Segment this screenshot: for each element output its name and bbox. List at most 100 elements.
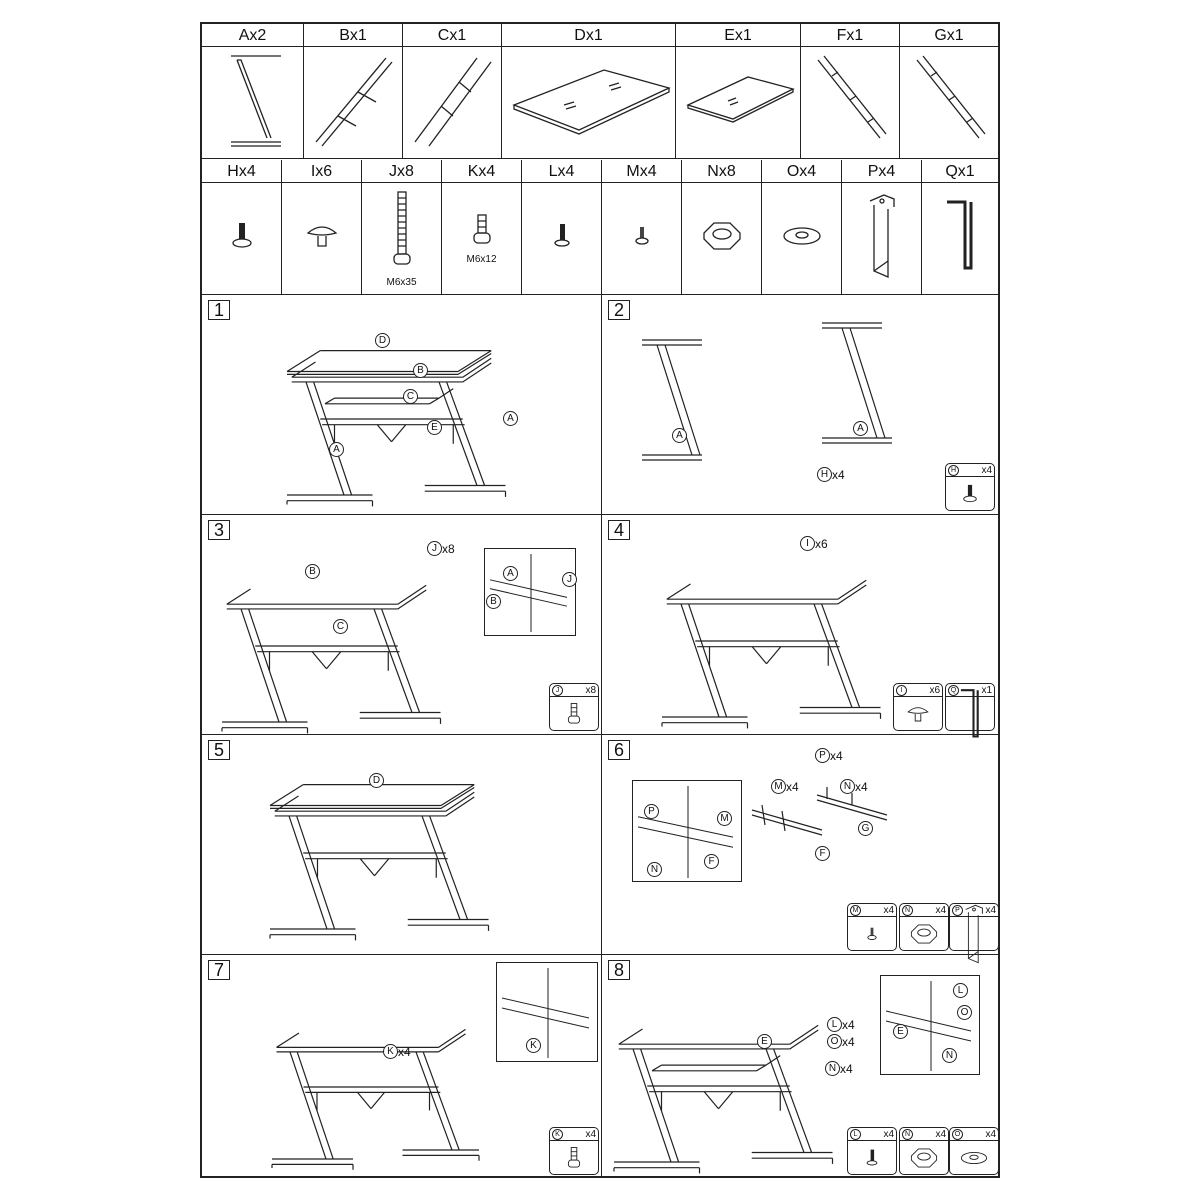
callout-letter: A xyxy=(853,421,868,436)
hardware-quantity: x1 xyxy=(981,684,992,696)
part-label: Ox4 xyxy=(762,160,841,183)
slide-rail-icon xyxy=(909,50,989,155)
part-cell: Hx4 xyxy=(202,160,282,295)
part-label: Dx1 xyxy=(502,24,675,47)
hex-key-icon xyxy=(943,196,977,281)
assembly-illustration xyxy=(613,1024,834,1174)
part-callout: D xyxy=(369,773,384,788)
callout-quantity: x4 xyxy=(830,748,843,763)
hardware-quantity: x4 xyxy=(935,1128,946,1140)
part-image xyxy=(502,47,675,158)
inset-callout: L xyxy=(953,983,968,998)
part-callout: A xyxy=(503,411,518,426)
detail-illustration xyxy=(489,554,568,632)
part-cell: Ex1 xyxy=(676,24,801,159)
short-bolt-icon xyxy=(470,213,494,252)
part-cell: Ax2 xyxy=(202,24,304,159)
keyboard-tray-icon xyxy=(678,55,798,150)
callout-letter: L xyxy=(827,1017,842,1032)
callout-quantity: x4 xyxy=(840,1061,853,1076)
hardware-letter: K xyxy=(552,1128,563,1140)
part-image xyxy=(304,47,402,158)
part-image xyxy=(676,47,800,158)
hardware-quantity: x4 xyxy=(585,1128,596,1140)
callout-letter: P xyxy=(644,804,659,819)
slide-rail-icon xyxy=(810,50,890,155)
hex-nut-icon xyxy=(700,219,744,258)
hardware-quantity: x6 xyxy=(929,684,940,696)
assembly-illustration xyxy=(221,584,442,734)
hardware-quantity: x4 xyxy=(985,904,996,916)
hardware-quantity: x4 xyxy=(935,904,946,916)
part-cell: Lx4 xyxy=(522,160,602,295)
callout-letter: L xyxy=(953,983,968,998)
hex-nut-icon xyxy=(900,1141,948,1174)
part-callout: C xyxy=(333,619,348,634)
part-cell: Cx1 xyxy=(403,24,502,159)
hardware-letter: O xyxy=(952,1128,963,1140)
part-label: Gx1 xyxy=(900,24,998,47)
part-callout: E xyxy=(757,1034,772,1049)
part-image: M6x35 xyxy=(362,183,441,294)
inset-callout: N xyxy=(647,862,662,877)
rail-icon xyxy=(308,50,398,155)
inset-callout: K xyxy=(526,1038,541,1053)
part-callout: D xyxy=(375,333,390,348)
long-bolt-icon xyxy=(390,190,414,275)
inset-callout: B xyxy=(486,594,501,609)
hardware-quantity: x8 xyxy=(585,684,596,696)
hardware-letter: I xyxy=(896,684,907,696)
part-cell: Ix6 xyxy=(282,160,362,295)
inset-callout: J xyxy=(562,572,577,587)
callout-letter: E xyxy=(893,1024,908,1039)
screw-icon xyxy=(848,1141,896,1174)
part-callout: G xyxy=(858,821,873,836)
inset-callout: E xyxy=(893,1024,908,1039)
part-cell: Ox4 xyxy=(762,160,842,295)
step-number: 8 xyxy=(608,960,630,980)
part-cell: Fx1 xyxy=(801,24,900,159)
part-image xyxy=(801,47,899,158)
part-callout: F xyxy=(815,846,830,861)
hardware-quantity: x4 xyxy=(883,1128,894,1140)
callout-letter: D xyxy=(369,773,384,788)
detail-illustration xyxy=(637,786,734,878)
hardware-letter: L xyxy=(850,1128,861,1140)
part-callout: A xyxy=(672,428,687,443)
part-image xyxy=(602,183,681,294)
callout-letter: F xyxy=(704,854,719,869)
part-size-note: M6x12 xyxy=(466,253,497,265)
callout-letter: A xyxy=(672,428,687,443)
crossbar-icon xyxy=(407,50,497,155)
hardware-quantity: x4 xyxy=(883,904,894,916)
callout-letter: F xyxy=(815,846,830,861)
callout-quantity: x4 xyxy=(855,779,868,794)
callout-quantity: x8 xyxy=(442,541,455,556)
part-cell: Dx1 xyxy=(502,24,676,159)
callout-letter: J xyxy=(427,541,442,556)
